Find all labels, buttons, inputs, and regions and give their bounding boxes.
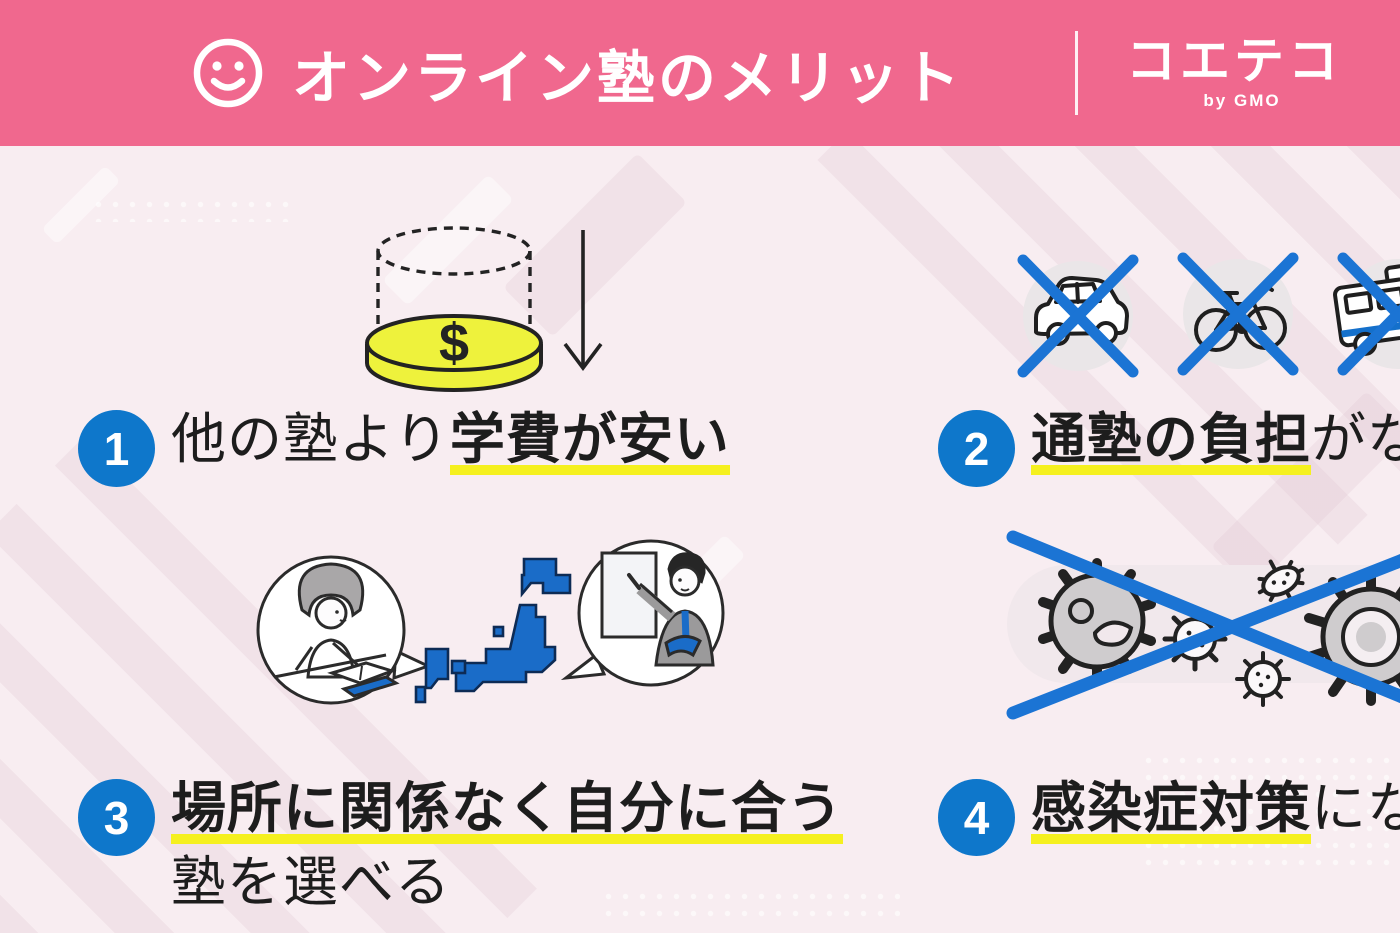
benefit-4-text-highlight: 感染症対策 bbox=[1031, 777, 1312, 844]
logo-byline: by GMO bbox=[1203, 91, 1281, 111]
benefit-3-text-line2: 塾を選べる bbox=[171, 850, 452, 913]
benefit-3-illustration bbox=[108, 497, 873, 765]
benefit-1-text: 他の塾より学費が安い bbox=[171, 408, 730, 475]
page-title: オンライン塾のメリット bbox=[292, 46, 964, 111]
benefit-4-cell: 4 感染症対策になる bbox=[843, 487, 1400, 915]
coin-icon: $ bbox=[364, 313, 543, 392]
benefit-3-number-badge: 3 bbox=[78, 779, 155, 856]
benefit-4-illustration bbox=[963, 497, 1400, 765]
benefit-1-number-badge: 1 bbox=[78, 410, 155, 487]
benefit-1-text-regular: 他の塾より bbox=[171, 408, 450, 470]
smiley-icon bbox=[193, 38, 263, 108]
japan-map-icon bbox=[414, 557, 571, 704]
down-arrow-icon bbox=[563, 230, 602, 371]
header-bar: オンライン塾のメリット コエテコ by GMO bbox=[0, 0, 1400, 146]
benefit-2-text: 通塾の負担がない bbox=[1031, 408, 1400, 475]
logo-text: コエテコ bbox=[1126, 32, 1342, 89]
benefit-1-illustration: $ bbox=[96, 146, 861, 396]
benefits-grid: $ 1 他の塾より学費が安い bbox=[0, 146, 1400, 915]
student-bubble-icon bbox=[256, 555, 432, 705]
benefit-3-text-highlight: 場所に関係なく自分に合う bbox=[171, 777, 844, 844]
header-divider bbox=[1075, 31, 1078, 115]
benefit-3-cell: 3 場所に関係なく自分に合う 塾を選べる bbox=[70, 487, 844, 915]
benefit-2-illustration bbox=[965, 146, 1400, 396]
benefit-2-cell: 2 通塾の負担がない bbox=[843, 146, 1400, 487]
benefit-2-text-highlight: 通塾の負担 bbox=[1031, 408, 1312, 475]
coeteco-logo: コエテコ by GMO bbox=[1126, 35, 1342, 112]
benefit-2-text-regular: がない bbox=[1311, 408, 1400, 470]
benefit-4-text: 感染症対策になる bbox=[1031, 777, 1400, 844]
germ-icon bbox=[1037, 557, 1156, 684]
benefit-2-number-badge: 2 bbox=[938, 410, 1016, 487]
money-decrease-icon: $ bbox=[364, 226, 602, 392]
small-germ-icon bbox=[1257, 559, 1305, 602]
benefit-4-text-regular: になる bbox=[1311, 777, 1400, 839]
teacher-bubble-icon bbox=[560, 539, 724, 687]
small-virus-icon bbox=[1234, 650, 1291, 707]
nationwide-learning-illustration bbox=[256, 539, 724, 705]
benefit-1-cell: $ 1 他の塾より学費が安い bbox=[70, 146, 843, 487]
benefit-4-caption: 4 感染症対策になる bbox=[938, 777, 1400, 856]
svg-text:$: $ bbox=[438, 313, 468, 373]
benefit-1-text-highlight: 学費が安い bbox=[449, 408, 730, 475]
benefit-1-caption: 1 他の塾より学費が安い bbox=[78, 408, 843, 487]
big-cross-out-icon bbox=[1006, 530, 1400, 719]
benefit-3-caption: 3 場所に関係なく自分に合う 塾を選べる bbox=[78, 777, 844, 915]
benefit-4-number-badge: 4 bbox=[938, 779, 1016, 856]
cross-out-icons bbox=[1017, 252, 1400, 378]
transport-icons bbox=[1017, 252, 1400, 378]
benefit-3-text: 場所に関係なく自分に合う 塾を選べる bbox=[171, 777, 844, 915]
benefit-2-caption: 2 通塾の負担がない bbox=[938, 408, 1400, 487]
germs-illustration bbox=[1006, 530, 1400, 719]
